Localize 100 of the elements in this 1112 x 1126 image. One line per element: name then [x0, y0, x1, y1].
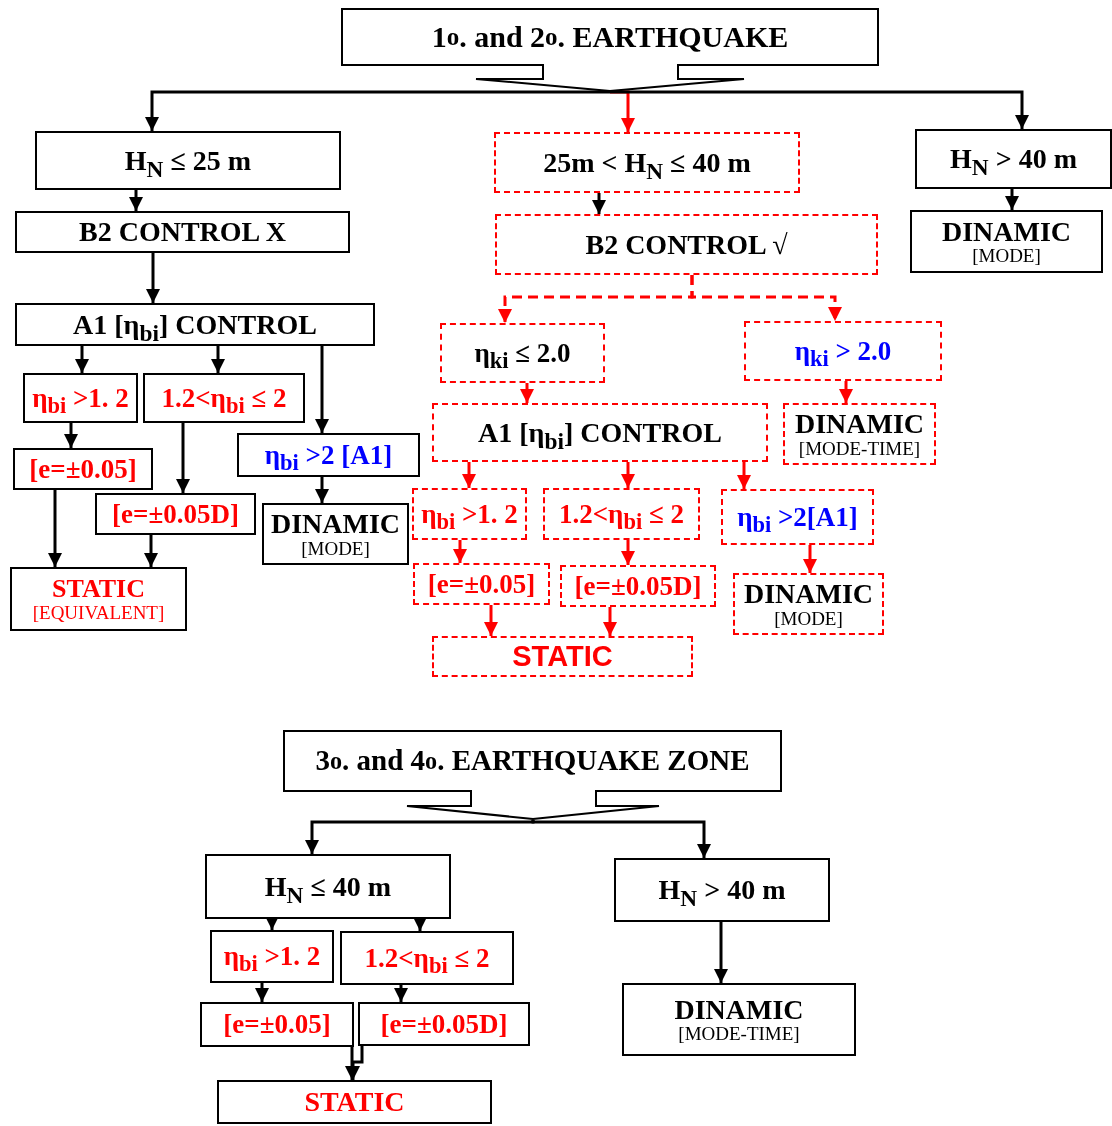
box-label: DINAMIC [941, 216, 1072, 247]
callout-box [341, 8, 879, 92]
arrow [305, 819, 535, 854]
arrow [255, 983, 269, 1002]
arrow [737, 462, 751, 489]
arrow [413, 917, 427, 931]
arrow [315, 346, 329, 433]
box-label: η$_{bi}$ >2[A1] [737, 502, 858, 532]
arrow [48, 490, 62, 567]
process-box [15, 211, 350, 253]
arrow [621, 462, 635, 488]
dashed-process-box [432, 403, 768, 462]
process-box [340, 931, 514, 985]
box-label: H$_{N}$ ≤ 40 m [264, 871, 392, 902]
box-label: η$_{bi}$ >1. 2 [223, 942, 321, 971]
box-label: DINAMIC [270, 509, 401, 539]
box-label: η$_{bi}$ >1. 2 [32, 383, 129, 413]
box-label: STATIC [304, 1087, 405, 1117]
dashed-process-box [721, 489, 874, 545]
arrow [145, 90, 612, 131]
box-label: A1 [η$_{bi}$] CONTROL [73, 309, 317, 340]
process-box [358, 1002, 530, 1046]
arrow [531, 819, 711, 858]
arrow [146, 253, 160, 303]
arrow [394, 985, 408, 1002]
arrow [714, 922, 728, 983]
process-box [262, 503, 409, 565]
dashed-process-box [733, 573, 884, 635]
arrow [608, 90, 1029, 129]
box-sublabel: [MODE-TIME] [798, 438, 921, 459]
process-box [614, 858, 830, 922]
dashed-process-box [413, 563, 550, 605]
box-label: DINAMIC [674, 994, 804, 1025]
arrow [315, 477, 329, 503]
box-label: DINAMIC [743, 579, 874, 609]
process-box [13, 448, 153, 490]
dashed-process-box [440, 323, 605, 383]
box-sublabel: [EQUIVALENT] [32, 602, 165, 623]
box-label: H$_{N}$ ≤ 25 m [124, 145, 252, 176]
box-label: 1.2<η$_{bi}$ ≤ 2 [558, 499, 685, 529]
process-box [23, 373, 138, 423]
box-label: [e=±0.05D] [112, 499, 239, 529]
process-box [143, 373, 305, 423]
box-label: DINAMIC [794, 409, 925, 439]
dashed-process-box [412, 488, 527, 540]
arrow [462, 462, 476, 488]
process-box [622, 983, 856, 1056]
box-label: H$_{N}$ > 40 m [658, 875, 786, 905]
arrow [453, 540, 467, 563]
arrow [144, 535, 158, 567]
arrow [484, 605, 498, 636]
arrow [603, 607, 617, 636]
dashed-process-box [783, 403, 936, 465]
arrow [690, 275, 842, 321]
box-label: η$_{bi}$ >1. 2 [421, 499, 518, 529]
arrow [803, 545, 817, 573]
box-label: η$_{ki}$ ≤ 2.0 [474, 338, 571, 368]
dashed-process-box [432, 636, 693, 677]
process-box [35, 131, 341, 190]
process-box [915, 129, 1112, 189]
arrow [129, 190, 143, 211]
process-box [205, 854, 451, 919]
process-box [217, 1080, 492, 1124]
arrow [839, 381, 853, 403]
box-sublabel: [MODE] [972, 246, 1041, 267]
dashed-process-box [560, 565, 716, 607]
box-label: B2 CONTROL √ [585, 229, 788, 260]
box-label: [e=±0.05] [427, 569, 536, 599]
arrow [621, 540, 635, 565]
box-label: [e=±0.05] [223, 1010, 331, 1039]
process-box [15, 303, 375, 346]
arrow [1005, 189, 1019, 210]
callout-box [283, 730, 782, 820]
box-label: [e=±0.05D] [380, 1009, 508, 1039]
box-label: η$_{bi}$ >2 [A1] [264, 440, 393, 470]
box-label: B2 CONTROL X [79, 217, 286, 247]
process-box [95, 493, 256, 535]
process-box [200, 1002, 354, 1047]
arrow [176, 423, 190, 493]
arrow [520, 383, 534, 403]
box-label: 1.2<η$_{bi}$ ≤ 2 [364, 943, 490, 973]
box-label: STATIC [512, 641, 613, 672]
box-sublabel: [MODE] [774, 608, 843, 629]
dashed-process-box [495, 214, 878, 275]
arrow [211, 346, 225, 373]
dashed-process-box [543, 488, 700, 540]
process-box [10, 567, 187, 631]
arrow [592, 193, 606, 214]
box-label: 1.2<η$_{bi}$ ≤ 2 [161, 383, 287, 413]
process-box [237, 433, 420, 477]
box-sublabel: [MODE] [301, 538, 370, 559]
dashed-process-box [744, 321, 942, 381]
process-box [210, 930, 334, 983]
box-label: [e=±0.05] [29, 454, 137, 484]
box-label: 25m < H$_{N}$ ≤ 40 m [543, 147, 751, 178]
box-label: η$_{ki}$ > 2.0 [794, 336, 892, 366]
dashed-process-box [494, 132, 800, 193]
box-label: H$_{N}$ > 40 m [950, 144, 1077, 174]
box-label: [e=±0.05D] [574, 571, 702, 601]
process-box [910, 210, 1103, 273]
